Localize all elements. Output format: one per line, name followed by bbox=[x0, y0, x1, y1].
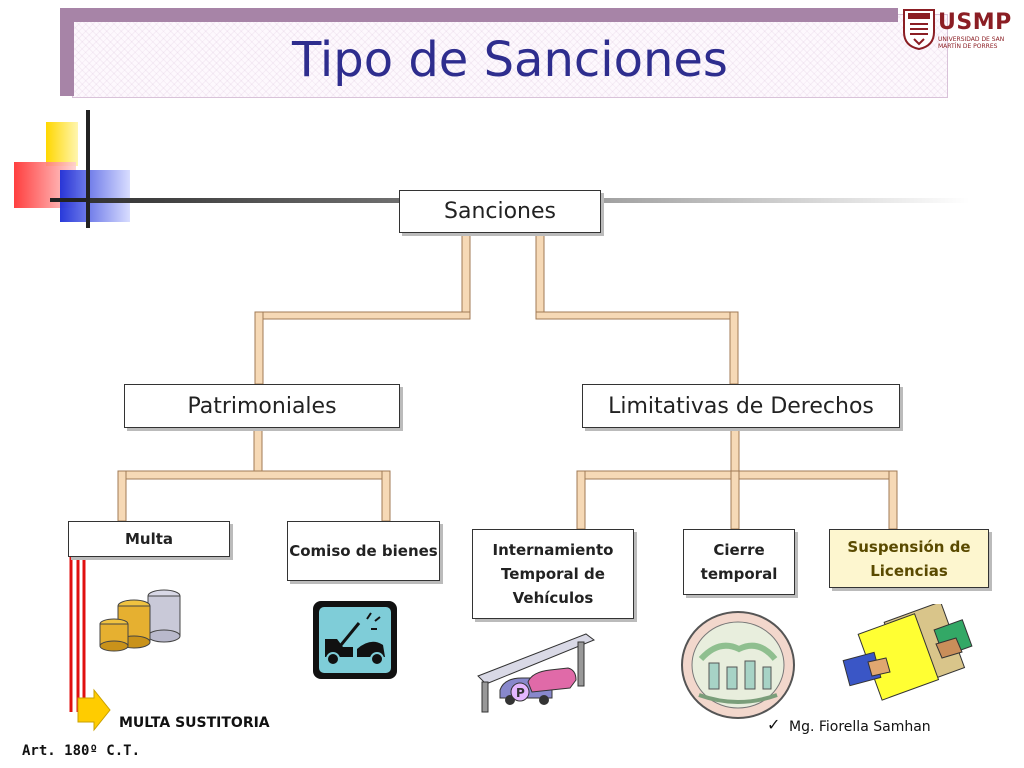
node-limitativas-derechos: Limitativas de Derechos bbox=[582, 384, 900, 428]
factory-closure-icon bbox=[681, 611, 795, 719]
node-comiso-bienes: Comiso de bienes bbox=[287, 521, 440, 581]
svg-text:P: P bbox=[516, 686, 525, 700]
usmp-logo-subtitle: UNIVERSIDAD DE SAN MARTÍN DE PORRES bbox=[938, 36, 1005, 50]
usmp-logo-text: USMP bbox=[938, 10, 1012, 35]
arrow-right-icon bbox=[77, 688, 111, 732]
parking-garage-icon: P bbox=[477, 633, 596, 713]
usmp-seal-icon bbox=[903, 9, 935, 50]
page-title: Tipo de Sanciones bbox=[292, 32, 728, 88]
node-cierre-temporal: Cierre temporal bbox=[683, 529, 795, 595]
author-credit: Mg. Fiorella Samhan bbox=[789, 719, 931, 735]
tow-truck-icon bbox=[313, 601, 397, 679]
banner-left-bar bbox=[60, 8, 74, 96]
coins-icon bbox=[99, 589, 181, 652]
node-internamiento-temporal: Internamiento Temporal de Vehículos bbox=[472, 529, 634, 619]
node-multa: Multa bbox=[68, 521, 230, 557]
banner-top-bar bbox=[60, 8, 898, 22]
decorative-blocks bbox=[14, 110, 140, 228]
node-patrimoniales: Patrimoniales bbox=[124, 384, 400, 428]
article-reference: Art. 180º C.T. bbox=[22, 743, 141, 759]
license-document-icon bbox=[842, 604, 973, 701]
multa-sustitutoria-label: MULTA SUSTITORIA bbox=[119, 715, 270, 731]
checkmark-icon: ✓ bbox=[767, 715, 781, 734]
node-sanciones: Sanciones bbox=[399, 190, 601, 233]
node-suspension-licencias: Suspensión de Licencias bbox=[829, 529, 989, 588]
